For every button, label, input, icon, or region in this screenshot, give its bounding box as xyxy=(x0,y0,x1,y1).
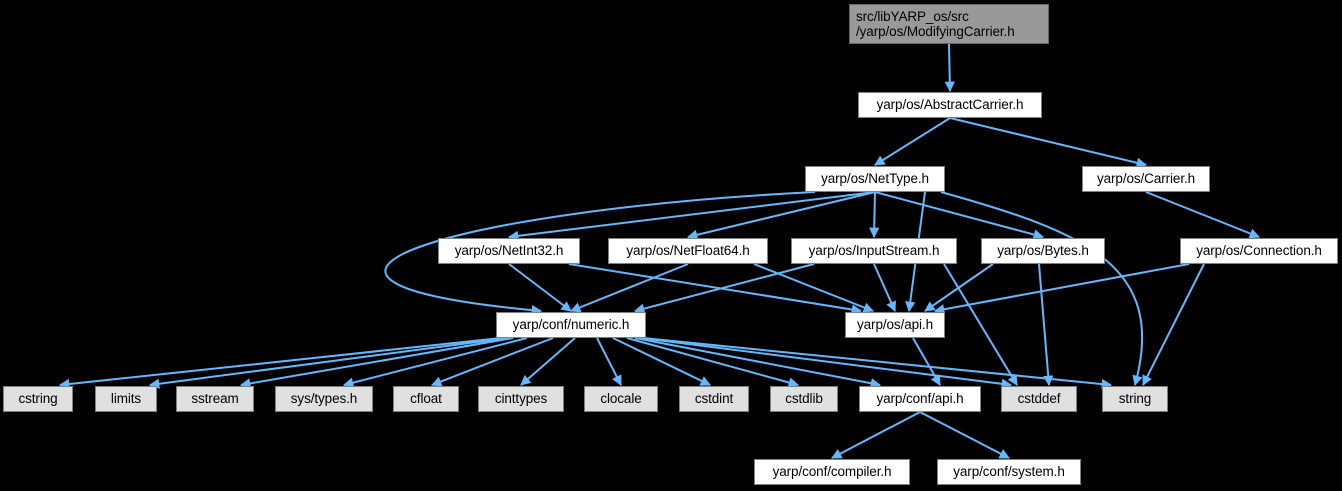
node-netint32[interactable]: yarp/os/NetInt32.h xyxy=(438,238,580,264)
edge-bytes-to-cstddef xyxy=(1039,264,1049,385)
node-root[interactable]: src/libYARP_os/src /yarp/os/ModifyingCar… xyxy=(849,4,1049,44)
node-numeric[interactable]: yarp/conf/numeric.h xyxy=(496,312,646,338)
node-limits[interactable]: limits xyxy=(95,386,157,412)
node-bytes[interactable]: yarp/os/Bytes.h xyxy=(981,238,1105,264)
node-cfloat[interactable]: cfloat xyxy=(393,386,459,412)
edge-osapi-to-confapi xyxy=(913,338,940,385)
edge-bytes-to-osapi xyxy=(925,264,993,311)
node-cstdlib[interactable]: cstdlib xyxy=(770,386,838,412)
node-cstring[interactable]: cstring xyxy=(3,386,73,412)
edge-root-to-abstract xyxy=(949,44,950,91)
edge-netint32-to-numeric xyxy=(509,264,571,311)
node-osapi[interactable]: yarp/os/api.h xyxy=(845,312,945,338)
edge-numeric-to-limits xyxy=(150,338,507,385)
edge-inputstream-to-cstddef xyxy=(944,264,1017,385)
node-systypes[interactable]: sys/types.h xyxy=(275,386,373,412)
edge-netint32-to-osapi xyxy=(569,264,861,311)
node-compiler[interactable]: yarp/conf/compiler.h xyxy=(754,459,910,485)
node-sstream[interactable]: sstream xyxy=(176,386,254,412)
edge-abstract-to-carrier xyxy=(950,118,1146,165)
node-confapi[interactable]: yarp/conf/api.h xyxy=(859,386,981,412)
edge-inputstream-to-numeric xyxy=(635,264,814,311)
edge-connection-to-osapi xyxy=(935,264,1189,311)
edge-netfloat64-to-numeric xyxy=(571,264,688,311)
node-netfloat64[interactable]: yarp/os/NetFloat64.h xyxy=(608,238,768,264)
node-cstdint[interactable]: cstdint xyxy=(679,386,749,412)
node-connection[interactable]: yarp/os/Connection.h xyxy=(1180,238,1338,264)
edge-nettype-to-inputstream xyxy=(874,192,875,237)
node-nettype[interactable]: yarp/os/NetType.h xyxy=(805,166,945,192)
node-abstract[interactable]: yarp/os/AbstractCarrier.h xyxy=(858,92,1042,118)
edge-inputstream-to-osapi xyxy=(874,264,895,311)
edge-confapi-to-system xyxy=(920,412,1009,458)
edge-abstract-to-nettype xyxy=(875,118,950,165)
edge-numeric-to-confapi xyxy=(635,338,880,385)
node-inputstream[interactable]: yarp/os/InputStream.h xyxy=(791,238,957,264)
edge-confapi-to-compiler xyxy=(832,412,920,458)
edge-carrier-to-connection xyxy=(1146,192,1259,237)
node-carrier[interactable]: yarp/os/Carrier.h xyxy=(1082,166,1210,192)
edge-numeric-to-clocale xyxy=(597,338,621,385)
edge-connection-to-string xyxy=(1143,264,1204,385)
node-cinttypes[interactable]: cinttypes xyxy=(478,386,564,412)
edge-numeric-to-cinttypes xyxy=(521,338,575,385)
node-system[interactable]: yarp/conf/system.h xyxy=(937,459,1081,485)
node-cstddef[interactable]: cstddef xyxy=(1001,386,1077,412)
node-string[interactable]: string xyxy=(1102,386,1168,412)
node-clocale[interactable]: clocale xyxy=(584,386,658,412)
